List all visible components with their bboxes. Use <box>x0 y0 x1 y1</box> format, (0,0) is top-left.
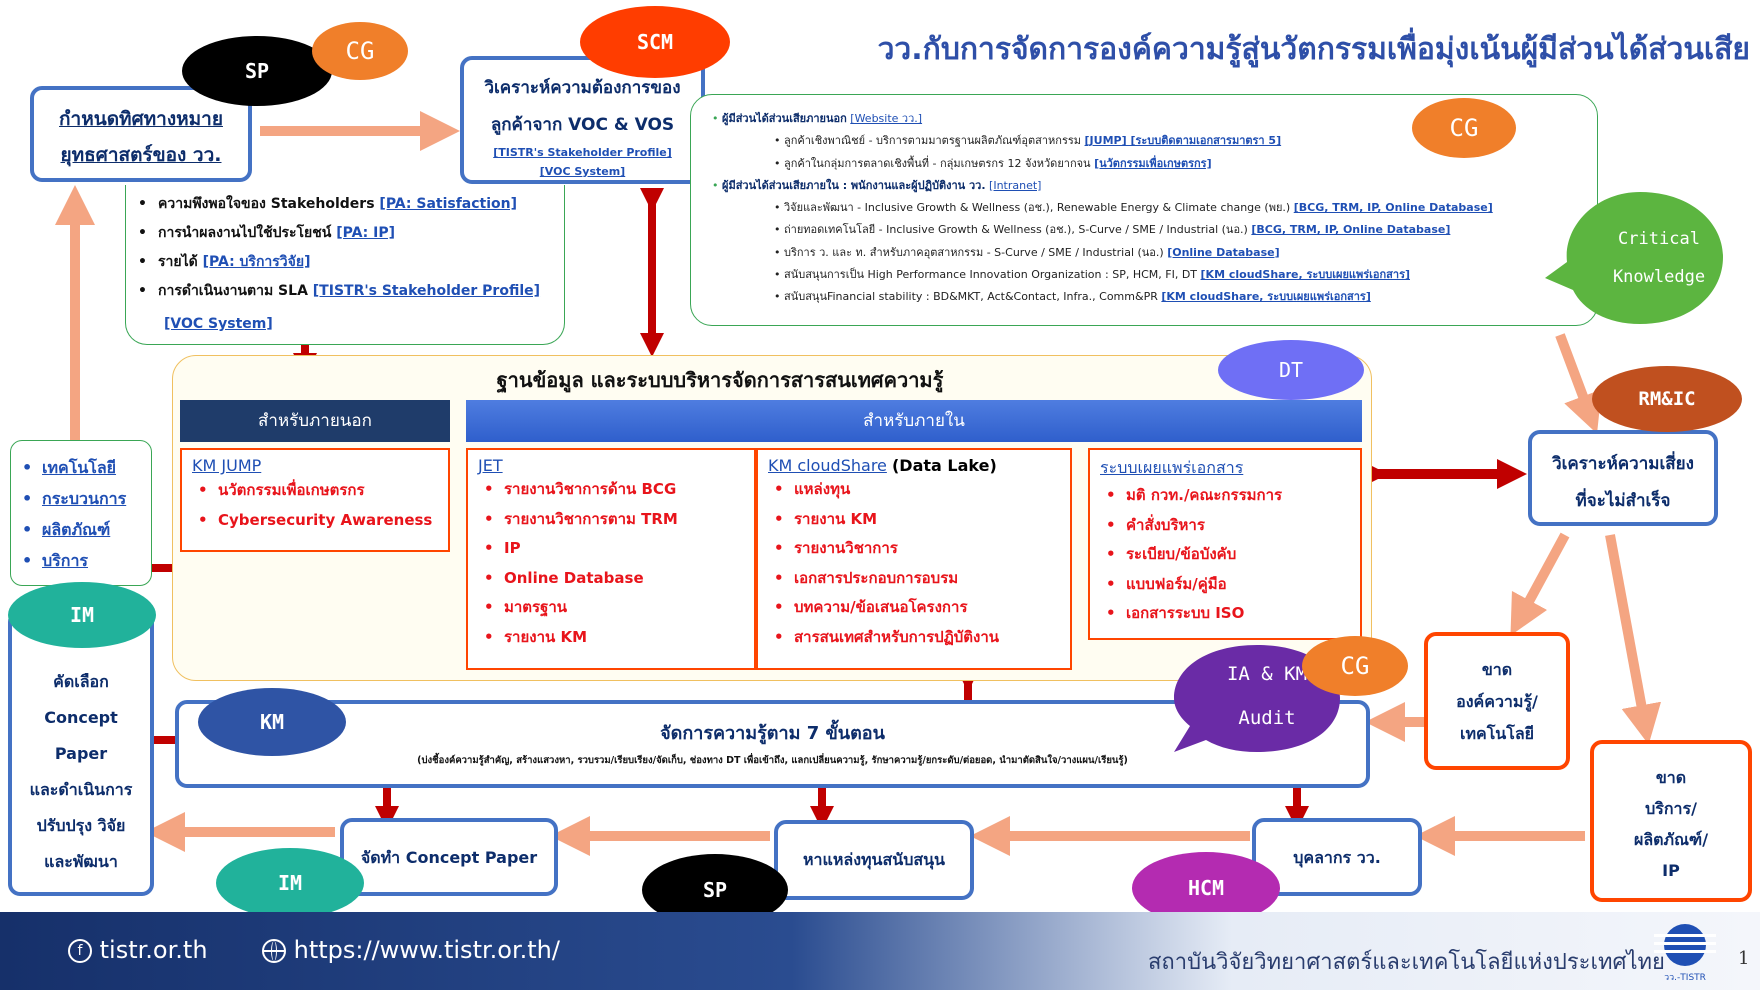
satisfaction-list: ความพึงพอใจของ Stakeholders [PA: Satisfa… <box>136 190 540 306</box>
ext-item: • ลูกค้าเชิงพาณิชย์ - บริการตามมาตรฐานผล… <box>774 134 1282 148</box>
voc-line2: ลูกค้าจาก VOC & VOS <box>490 115 675 135</box>
db-item: รายงานวิชาการ <box>768 534 1060 564</box>
badge-km: KM <box>198 688 346 756</box>
ext-header: • ผู้มีส่วนได้ส่วนเสียภายนอก [Website วว… <box>712 112 923 125</box>
lack-knowledge-box[interactable]: ขาด องค์ความรู้/ เทคโนโลยี <box>1424 632 1570 770</box>
facebook-link[interactable]: f tistr.or.th <box>68 936 208 964</box>
stakeholders-content: • ผู้มีส่วนได้ส่วนเสียภายนอก [Website วว… <box>712 108 1572 309</box>
int-header: • ผู้มีส่วนได้ส่วนเสียภายใน : พนักงานและ… <box>712 178 1042 192</box>
tistr-logo: วว.-TISTR <box>1650 922 1720 983</box>
db-col-jet: JET รายงานวิชาการด้าน BCG รายงานวิชาการต… <box>466 448 756 670</box>
internal-header: สำหรับภายใน <box>466 400 1362 442</box>
db-col-km-cloudshare: KM cloudShare (Data Lake) แหล่งทุน รายงา… <box>756 448 1072 670</box>
left-list-item[interactable]: บริการ <box>20 545 126 576</box>
db-item: มาตรฐาน <box>478 593 744 623</box>
badge-scm: SCM <box>580 6 730 78</box>
db-item: Online Database <box>478 564 744 594</box>
website-link[interactable]: https://www.tistr.or.th/ <box>262 936 560 964</box>
km-steps-subtitle: (บ่งชี้องค์ความรู้สำคัญ, สร้างแสวงหา, รว… <box>417 755 1128 766</box>
int-item: • สนับสนุนFinancial stability : BD&MKT, … <box>774 290 1371 304</box>
page-title: วว.กับการจัดการองค์ความรู้สู่นวัตกรรมเพื… <box>877 32 1750 67</box>
db-item: บทความ/ข้อเสนอโครงการ <box>768 593 1060 623</box>
strategy-line2[interactable]: ยุทธศาสตร์ของ วว. <box>60 144 222 166</box>
satisfaction-item: รายได้ [PA: บริการวิจัย] <box>136 248 540 277</box>
left-list: เทคโนโลยี กระบวนการ ผลิตภัณฑ์ บริการ <box>20 452 126 576</box>
page-number: 1 <box>1738 948 1750 969</box>
arrow-risk-to-lack2 <box>1605 534 1662 745</box>
im-box[interactable]: คัดเลือก Concept Paper และดำเนินการ ปรับ… <box>8 610 154 896</box>
int-item: • วิจัยและพัฒนา - Inclusive Growth & Wel… <box>774 201 1493 215</box>
int-item: • สนับสนุนการเป็น High Performance Innov… <box>774 268 1410 282</box>
db-item: รายงาน KM <box>478 623 744 653</box>
badge-cg-top: CG <box>312 22 408 80</box>
left-list-item[interactable]: เทคโนโลยี <box>20 452 126 483</box>
badge-im-left: IM <box>8 582 156 648</box>
database-title: ฐานข้อมูล และระบบบริหารจัดการสารสนเทศควา… <box>496 368 944 392</box>
db-col-head[interactable]: KM cloudShare <box>768 456 887 475</box>
db-col-doc-publish: ระบบเผยแพร่เอกสาร มติ กวท./คณะกรรมการ คำ… <box>1088 448 1362 640</box>
voc-line1: วิเคราะห์ความต้องการของ <box>484 78 681 98</box>
db-col-head[interactable]: KM JUMP <box>192 456 262 475</box>
satisfaction-item: ความพึงพอใจของ Stakeholders [PA: Satisfa… <box>136 190 540 219</box>
db-item: แบบฟอร์ม/คู่มือ <box>1100 570 1350 600</box>
db-item: Cybersecurity Awareness <box>192 505 438 535</box>
footer-bar <box>0 912 1760 990</box>
badge-rmic: RM&IC <box>1592 366 1742 432</box>
concept-paper-box[interactable]: จัดทำ Concept Paper <box>340 818 558 896</box>
strategy-box[interactable]: กำหนดทิศทางหมาย ยุทธศาสตร์ของ วว. <box>30 86 252 182</box>
db-col-head[interactable]: JET <box>478 456 503 475</box>
arrow-critical-to-risk <box>1555 333 1602 434</box>
satisfaction-item: การนำผลงานไปใช้ประโยชน์ [PA: IP] <box>136 219 540 248</box>
db-col-head[interactable]: ระบบเผยแพร่เอกสาร <box>1100 458 1244 477</box>
strategy-line1[interactable]: กำหนดทิศทางหมาย <box>59 108 223 130</box>
ia-km-audit-shape <box>1174 645 1340 752</box>
org-name: สถาบันวิจัยวิทยาศาสตร์และเทคโนโลยีแห่งปร… <box>1148 950 1665 975</box>
db-item: IP <box>478 534 744 564</box>
db-item: คำสั่งบริหาร <box>1100 511 1350 541</box>
db-item: รายงานวิชาการตาม TRM <box>478 505 744 535</box>
db-item: รายงานวิชาการด้าน BCG <box>478 475 744 505</box>
db-item: นวัตกรรมเพื่อเกษตรกร <box>192 475 438 505</box>
fund-box[interactable]: หาแหล่งทุนสนับสนุน <box>774 820 974 900</box>
risk-line2: ที่จะไม่สำเร็จ <box>1575 491 1671 511</box>
db-item: มติ กวท./คณะกรรมการ <box>1100 481 1350 511</box>
ia-km-audit-label: IA & KM Audit <box>1226 663 1308 729</box>
int-item: • บริการ ว. และ ท. สำหรับภาคอุตสาหกรรม -… <box>774 245 1280 259</box>
db-item: รายงาน KM <box>768 505 1060 535</box>
badge-dt: DT <box>1218 340 1364 400</box>
critical-knowledge-label: Critical Knowledge <box>1612 229 1706 287</box>
int-item: • ถ่ายทอดเทคโนโลยี - Inclusive Growth & … <box>774 223 1451 237</box>
arrow-risk-to-lack1 <box>1510 532 1570 636</box>
critical-knowledge-bubble-shape <box>1545 192 1723 324</box>
db-item: เอกสารระบบ ISO <box>1100 599 1350 629</box>
badge-cg-right: CG <box>1412 98 1516 158</box>
staff-box[interactable]: บุคลากร วว. <box>1252 818 1422 896</box>
satisfaction-voc-link[interactable]: [VOC System] <box>164 316 273 332</box>
logo-text: วว.-TISTR <box>1664 973 1706 983</box>
voc-link2[interactable]: [VOC System] <box>539 165 626 178</box>
badge-sp-top: SP <box>182 36 332 106</box>
db-item: สารสนเทศสำหรับการปฏิบัติงาน <box>768 623 1060 653</box>
db-item: แหล่งทุน <box>768 475 1060 505</box>
external-header: สำหรับภายนอก <box>180 400 450 442</box>
badge-cg-mid: CG <box>1302 636 1408 696</box>
db-item: ระเบียบ/ข้อบังคับ <box>1100 540 1350 570</box>
left-list-item[interactable]: ผลิตภัณฑ์ <box>20 514 126 545</box>
globe-icon <box>262 939 286 963</box>
risk-box[interactable]: วิเคราะห์ความเสี่ยง ที่จะไม่สำเร็จ <box>1528 430 1718 526</box>
risk-line1: วิเคราะห์ความเสี่ยง <box>1552 454 1694 474</box>
left-list-item[interactable]: กระบวนการ <box>20 483 126 514</box>
km-steps-box[interactable]: จัดการความรู้ตาม 7 ขั้นตอน (บ่งชี้องค์คว… <box>175 700 1370 788</box>
lack-service-box[interactable]: ขาด บริการ/ ผลิตภัณฑ์/ IP <box>1590 740 1752 902</box>
voc-link1[interactable]: [TISTR's Stakeholder Profile] <box>493 146 672 159</box>
ext-item: • ลูกค้าในกลุ่มการตลาดเชิงพื้นที่ - กลุ่… <box>774 156 1212 170</box>
db-item: เอกสารประกอบการอบรม <box>768 564 1060 594</box>
db-col-km-jump: KM JUMP นวัตกรรมเพื่อเกษตรกร Cybersecuri… <box>180 448 450 552</box>
km-steps-title: จัดการความรู้ตาม 7 ขั้นตอน <box>660 723 885 744</box>
satisfaction-item: การดำเนินงานตาม SLA [TISTR's Stakeholder… <box>136 277 540 306</box>
facebook-icon: f <box>68 939 92 963</box>
badge-im-bottom: IM <box>216 848 364 918</box>
